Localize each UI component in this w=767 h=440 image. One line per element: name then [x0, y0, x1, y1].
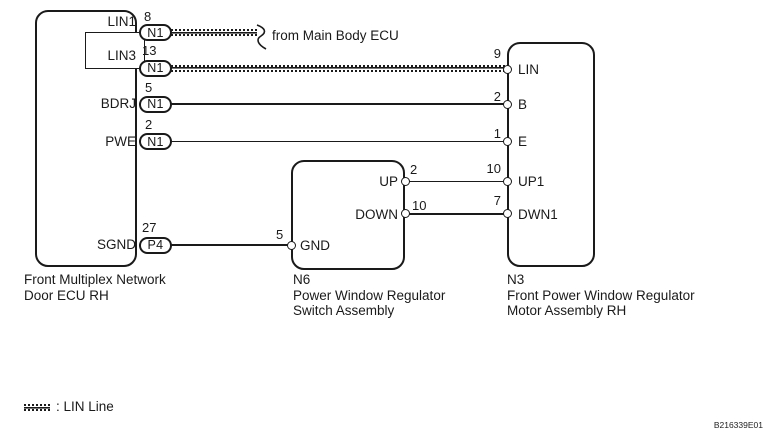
pin-terminal-up1 [502, 176, 512, 186]
connector-oval-bdrj: N1 [139, 95, 172, 113]
lin-wire-to-main-body-ecu [171, 29, 257, 36]
ecu-caption-line1: Front Multiplex Network [24, 272, 166, 287]
wire-pwe-to-e [171, 140, 507, 143]
pin-number-up1: 10 [486, 160, 501, 176]
connector-oval-pwe: N1 [139, 133, 172, 150]
pin-terminal-down [400, 209, 410, 218]
pin-label-bdrj: BDRJ [100, 96, 136, 111]
pin-number-lin3: 13 [142, 43, 157, 58]
switch-assembly-caption-line2: Switch Assembly [293, 303, 395, 318]
motor-assembly-box [507, 42, 595, 267]
pin-terminal-e [502, 137, 512, 146]
pin-label-gnd: GND [300, 237, 330, 253]
legend-lin-line-label: : LIN Line [56, 399, 114, 414]
pin-label-lin: LIN [518, 61, 540, 77]
switch-assembly-caption: N6 Power Window Regulator Switch Assembl… [293, 272, 445, 319]
wire-down-to-dwn1 [404, 213, 507, 215]
pin-label-lin3: LIN3 [107, 48, 136, 63]
wire-bdrj-to-b [171, 103, 507, 105]
wire-continuation-icon [256, 24, 267, 50]
pin-label-up: UP [379, 174, 398, 189]
pin-number-gnd: 5 [276, 227, 284, 242]
pin-label-down: DOWN [355, 206, 398, 222]
pin-terminal-b [502, 100, 512, 109]
motor-assembly-caption-line2: Motor Assembly RH [507, 303, 627, 318]
pin-number-down: 10 [412, 198, 427, 213]
pin-label-up1: UP1 [518, 174, 545, 189]
connector-oval-sgnd: P4 [139, 236, 172, 254]
ecu-caption: Front Multiplex Network Door ECU RH [24, 272, 166, 303]
switch-assembly-box [291, 160, 405, 270]
annotation-from-main-body-ecu: from Main Body ECU [272, 28, 399, 43]
pin-terminal-lin [502, 64, 512, 74]
pin-number-pwe: 2 [145, 117, 153, 132]
connector-oval-lin1: N1 [139, 24, 172, 41]
pin-number-up: 2 [410, 161, 418, 177]
wire-sgnd-to-gnd [171, 244, 291, 246]
figure-code: B216339E01 [713, 420, 763, 430]
wire-up-to-up1 [404, 180, 507, 183]
pin-label-e: E [518, 134, 528, 149]
lin-wire-lin3-to-lin [171, 64, 507, 72]
pin-number-dwn1: 7 [493, 192, 501, 208]
switch-assembly-code: N6 [293, 272, 311, 287]
pin-number-lin1: 8 [144, 9, 152, 24]
motor-assembly-code: N3 [507, 272, 525, 287]
pin-number-e: 1 [493, 126, 501, 141]
pin-terminal-up [400, 176, 410, 186]
pin-number-b: 2 [493, 89, 501, 104]
pin-label-lin1: LIN1 [107, 14, 136, 29]
pin-number-bdrj: 5 [145, 80, 153, 95]
motor-assembly-caption: N3 Front Power Window Regulator Motor As… [507, 272, 695, 319]
pin-label-sgnd: SGND [96, 237, 136, 252]
connector-oval-lin3: N1 [139, 59, 172, 77]
pin-label-pwe: PWE [105, 134, 136, 149]
ecu-internal-junction [85, 31, 145, 69]
pin-terminal-gnd [286, 240, 296, 250]
legend-lin-line-sample [24, 404, 50, 411]
motor-assembly-caption-line1: Front Power Window Regulator [507, 287, 695, 303]
ecu-caption-line2: Door ECU RH [24, 287, 109, 303]
pin-label-b: B [518, 97, 528, 112]
pin-terminal-dwn1 [502, 209, 512, 218]
pin-label-dwn1: DWN1 [518, 206, 558, 222]
switch-assembly-caption-line1: Power Window Regulator [293, 287, 446, 303]
pin-number-sgnd: 27 [142, 220, 157, 235]
pin-number-lin: 9 [493, 46, 501, 61]
